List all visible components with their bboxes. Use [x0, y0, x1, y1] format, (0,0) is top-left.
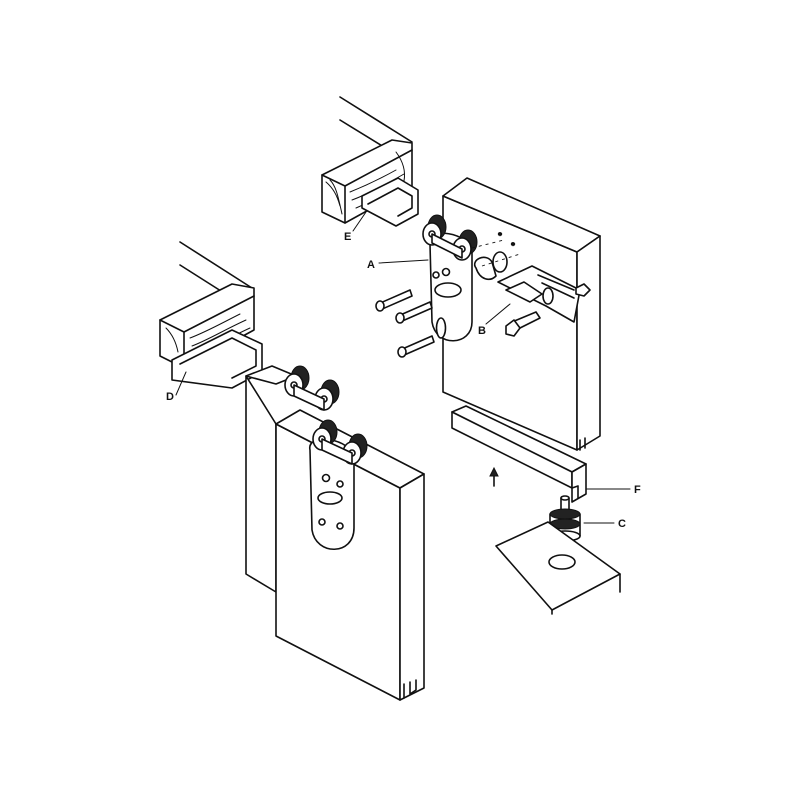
label-d: D	[166, 391, 174, 403]
hex-bolt-lower	[505, 311, 541, 337]
leader-lines	[175, 211, 631, 524]
upper-beam-right	[321, 96, 413, 224]
svg-text:*: *	[511, 241, 515, 250]
floor-guide-f	[451, 405, 587, 503]
track-e	[361, 177, 419, 227]
label-c: C	[618, 518, 626, 530]
arrow-up	[489, 466, 499, 487]
svg-text:*: *	[498, 231, 502, 240]
label-f: F	[634, 484, 641, 496]
floor-block	[495, 521, 621, 615]
label-b: B	[478, 325, 486, 337]
label-e: E	[344, 231, 351, 243]
roller-wheels-back	[284, 365, 340, 411]
screw-3	[397, 335, 435, 358]
hanger-bracket-front	[309, 438, 355, 551]
track-d	[171, 329, 263, 389]
hex-bolt-top	[575, 283, 591, 297]
label-a: A	[367, 259, 375, 271]
roller-wheels-front	[312, 419, 368, 465]
screw-1	[375, 289, 413, 312]
screw-2	[395, 301, 433, 324]
clip-b: * *	[471, 231, 581, 323]
upper-beam-left	[159, 241, 255, 369]
